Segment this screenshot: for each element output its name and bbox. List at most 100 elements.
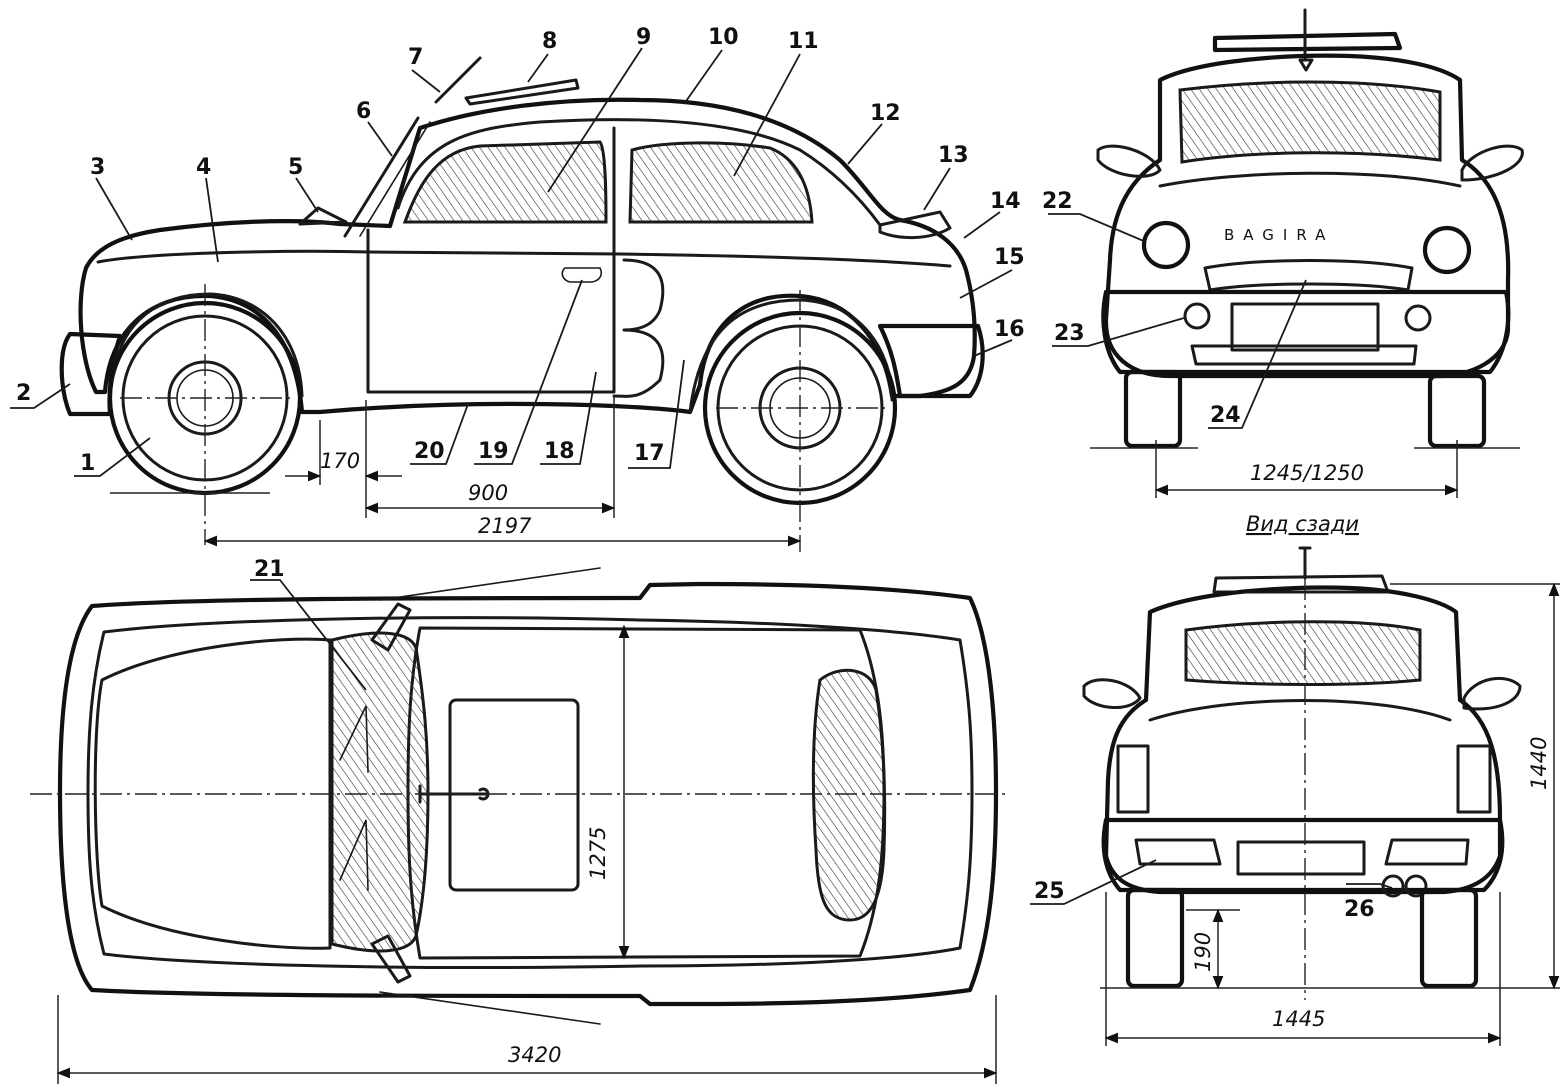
dim-overall-length: 3420	[508, 1043, 561, 1067]
callout-2: 2	[16, 381, 31, 406]
rear-reflector-left	[1134, 838, 1222, 866]
callout-13: 13	[938, 143, 969, 168]
front-tire-right	[1427, 373, 1487, 449]
callout-12: 12	[870, 101, 901, 126]
callout-5: 5	[288, 155, 303, 180]
leader-10	[683, 49, 723, 105]
side-rear-bumper	[877, 323, 985, 399]
rear-light-left	[1116, 744, 1150, 814]
rear-window	[1184, 620, 1422, 686]
callout-18: 18	[544, 439, 575, 464]
side-window-rear	[628, 141, 814, 224]
top-mirror-right	[370, 934, 412, 984]
rear-mirror-left	[1082, 678, 1142, 710]
leader-4	[205, 177, 219, 263]
top-wiper-lower	[339, 819, 369, 891]
callout-4: 4	[196, 155, 211, 180]
leader-26	[1346, 883, 1393, 889]
leader-14	[963, 211, 1001, 239]
dim-overall-width: 1445	[1272, 1007, 1325, 1031]
callout-9: 9	[636, 25, 651, 50]
front-tire-left	[1123, 369, 1183, 449]
callout-1: 1	[80, 451, 95, 476]
side-beltline	[96, 249, 952, 268]
rear-tire-left	[1125, 887, 1185, 989]
rear-light-right	[1456, 744, 1492, 814]
side-door	[366, 126, 616, 394]
dim-track: 1245/1250	[1250, 461, 1364, 485]
leader-23	[1052, 317, 1185, 347]
side-hood-scoop	[298, 206, 348, 226]
top-inner-outline	[86, 616, 974, 969]
side-door-handle	[561, 267, 603, 283]
dim-body-width-top: 1275	[586, 827, 610, 880]
front-roof-rack	[1212, 31, 1403, 53]
dim-door-width: 900	[468, 481, 508, 505]
leader-7	[411, 69, 441, 93]
side-body-outline	[78, 97, 977, 415]
callout-8: 8	[542, 29, 557, 54]
front-grille	[1203, 259, 1414, 292]
leader-25	[1030, 859, 1157, 905]
leader-3	[95, 177, 133, 241]
callout-19: 19	[478, 439, 509, 464]
front-dimensions: 1245/1250 Вид сзади	[1154, 440, 1459, 536]
callout-10: 10	[708, 25, 739, 50]
front-plate	[1230, 302, 1380, 352]
rear-antenna	[1298, 546, 1312, 580]
leader-19	[474, 279, 583, 465]
side-a-pillar-inner	[359, 121, 431, 237]
callout-26: 26	[1344, 897, 1375, 922]
callout-22: 22	[1042, 189, 1073, 214]
top-mirror-left	[370, 602, 412, 652]
leader-9	[547, 47, 643, 193]
top-body-outline	[57, 581, 999, 1007]
rear-view	[1082, 546, 1560, 1000]
side-roof-rack	[464, 78, 580, 106]
leader-13	[923, 167, 951, 211]
front-antenna	[1298, 8, 1314, 72]
dim-overall-height: 1440	[1527, 737, 1551, 790]
front-mirror-right	[1460, 144, 1524, 182]
top-windshield	[330, 631, 430, 953]
front-hood	[1158, 171, 1462, 188]
leader-17	[628, 359, 685, 469]
rear-bumper	[1101, 817, 1505, 893]
callout-23: 23	[1054, 321, 1085, 346]
leader-21	[250, 579, 367, 691]
leader-20	[410, 403, 469, 465]
callout-7: 7	[408, 45, 423, 70]
side-rear-spoiler	[878, 210, 952, 240]
leader-12	[847, 123, 883, 165]
callout-20: 20	[414, 439, 445, 464]
side-dimensions: 170 900 2197	[110, 395, 802, 547]
front-fog-left	[1183, 302, 1211, 330]
top-roof-rack	[379, 567, 601, 1025]
rear-dimensions: 1440 190 1445	[1104, 582, 1560, 1046]
callout-numbers: 1 2 3 4 5 6 7 8 9 10 11 12 13 14 15 16 1…	[16, 25, 1375, 922]
side-rear-vent	[612, 258, 665, 398]
leader-16	[973, 339, 1013, 357]
dim-wheelbase: 2197	[478, 514, 532, 538]
leader-15	[959, 269, 1013, 299]
leader-2	[10, 383, 71, 409]
front-fog-right	[1404, 304, 1432, 332]
front-mirror-left	[1096, 144, 1162, 178]
leader-5	[295, 177, 319, 213]
side-front-bumper	[59, 331, 123, 417]
leader-22	[1048, 213, 1147, 243]
top-wiper-upper	[339, 705, 369, 773]
side-roof	[396, 118, 882, 227]
leader-11	[733, 53, 801, 177]
top-dimensions: 1275 3420	[56, 624, 998, 1084]
front-view: BAGIRA	[1090, 8, 1524, 449]
leader-18	[540, 371, 597, 465]
front-body-outline	[1103, 53, 1511, 379]
front-lower-lip	[1190, 344, 1418, 366]
dim-ground-clearance: 190	[1191, 932, 1215, 972]
top-view	[30, 567, 1006, 1025]
rear-reflector-right	[1384, 838, 1470, 866]
side-view	[59, 56, 985, 552]
callout-3: 3	[90, 155, 105, 180]
